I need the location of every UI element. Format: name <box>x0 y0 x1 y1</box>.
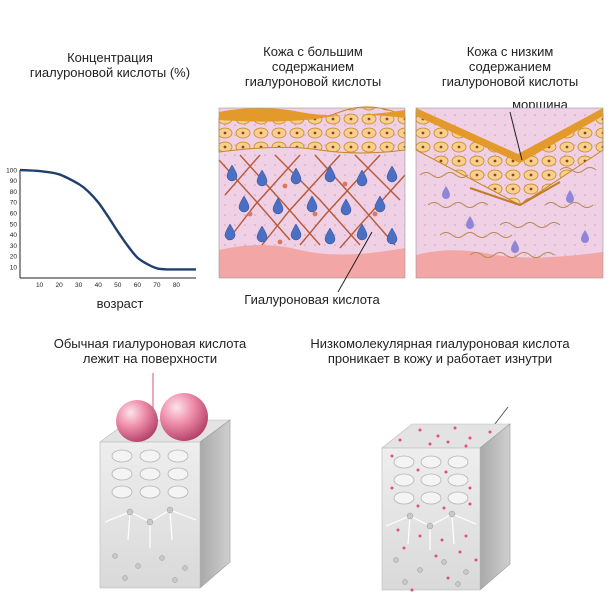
chart-y-tick: 80 <box>10 189 18 196</box>
chart-x-tick: 60 <box>134 282 142 289</box>
chart-x-tick: 40 <box>95 282 103 289</box>
chart-x-tick: 80 <box>173 282 181 289</box>
chart-y-tick: 40 <box>10 232 18 239</box>
chart-x-tick: 70 <box>153 282 161 289</box>
low-ha-skin-panel <box>415 107 604 279</box>
high-ha-skin-panel <box>218 106 406 279</box>
hyaluronic-acid-label: Гиалуроновая кислота <box>244 292 380 307</box>
chart-y-tick: 30 <box>10 243 18 250</box>
wrinkle-leader-line <box>509 111 523 161</box>
low-molecular-ha-caption: Низкомолекулярная гиалуроновая кислота п… <box>310 336 570 366</box>
chart-series-line <box>19 168 196 271</box>
chart-y-tick: 100 <box>6 167 17 174</box>
surface-ha-caption: Обычная гиалуроновая кислота лежит на по… <box>53 336 247 366</box>
chart-x-tick: 20 <box>55 282 63 289</box>
chart-x-tick: 50 <box>114 282 122 289</box>
chart-x-tick: 30 <box>75 282 83 289</box>
chart-y-tick: 50 <box>10 221 18 228</box>
chart-y-tick: 70 <box>10 200 18 207</box>
low-ha-caption: Кожа с низким содержанием гиалуроновой к… <box>441 44 579 89</box>
chart-x-label: возраст <box>96 296 144 311</box>
ha-concentration-chart: 10 20 30 40 50 60 70 80 90 100 10 20 30 40 50 60 70 80 <box>6 167 196 289</box>
ha-leader-line <box>337 231 373 293</box>
low-molecular-ha-cube <box>381 406 511 592</box>
chart-x-tick: 10 <box>36 282 44 289</box>
chart-y-tick: 60 <box>10 211 18 218</box>
ha-sphere-right <box>160 393 208 441</box>
ha-sphere-left <box>116 400 158 442</box>
chart-title: Концентрация гиалуроновой кислоты (%) <box>29 50 191 80</box>
chart-y-tick: 20 <box>10 254 18 261</box>
surface-ha-cube <box>99 373 231 589</box>
chart-y-tick: 90 <box>10 178 18 185</box>
chart-y-tick: 10 <box>10 265 18 272</box>
high-ha-caption: Кожа с большим содержанием гиалуроновой … <box>244 44 382 89</box>
low-molecular-ha-dots <box>390 426 492 592</box>
